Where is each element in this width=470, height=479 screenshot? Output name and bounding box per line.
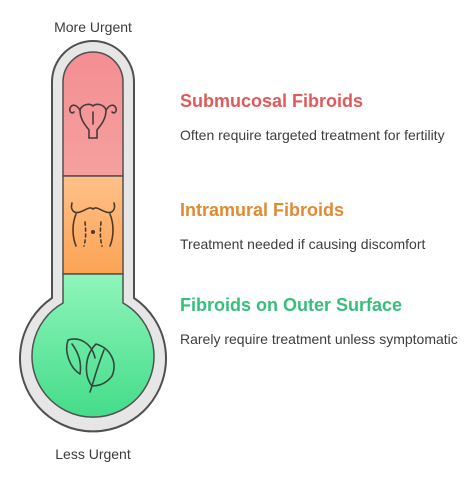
level-title: Intramural Fibroids bbox=[180, 200, 345, 220]
level-entry-intramural: Intramural Fibroids Treatment needed if … bbox=[180, 199, 462, 253]
level-segment-orange bbox=[62, 175, 124, 275]
abdomen-icon bbox=[70, 202, 116, 247]
leaves-icon bbox=[65, 338, 115, 393]
level-entry-outer-surface: Fibroids on Outer Surface Rarely require… bbox=[180, 294, 462, 348]
more-urgent-label: More Urgent bbox=[54, 19, 132, 35]
level-description: Rarely require treatment unless symptoma… bbox=[180, 331, 458, 347]
level-title: Submucosal Fibroids bbox=[180, 91, 364, 111]
level-description: Treatment needed if causing discomfort bbox=[180, 236, 426, 252]
level-entry-submucosal: Submucosal Fibroids Often require target… bbox=[180, 90, 462, 144]
uterus-icon bbox=[69, 103, 117, 139]
level-title: Fibroids on Outer Surface bbox=[180, 295, 403, 315]
less-urgent-label: Less Urgent bbox=[55, 446, 131, 462]
level-description: Often require targeted treatment for fer… bbox=[180, 127, 445, 143]
level-segment-green bbox=[31, 273, 155, 418]
